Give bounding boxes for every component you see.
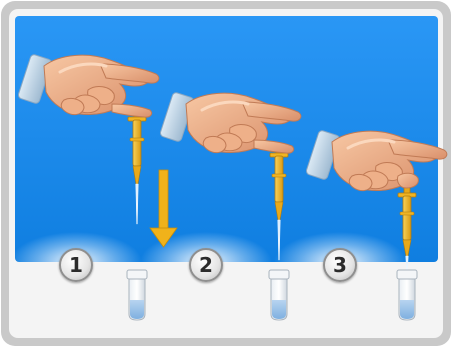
test-tube-icon	[127, 270, 147, 320]
step-number-3: 3	[323, 248, 357, 282]
test-tube-icon	[269, 270, 289, 320]
step-number-2: 2	[189, 248, 223, 282]
step-number-1: 1	[59, 248, 93, 282]
test-tube-icon	[397, 270, 417, 320]
